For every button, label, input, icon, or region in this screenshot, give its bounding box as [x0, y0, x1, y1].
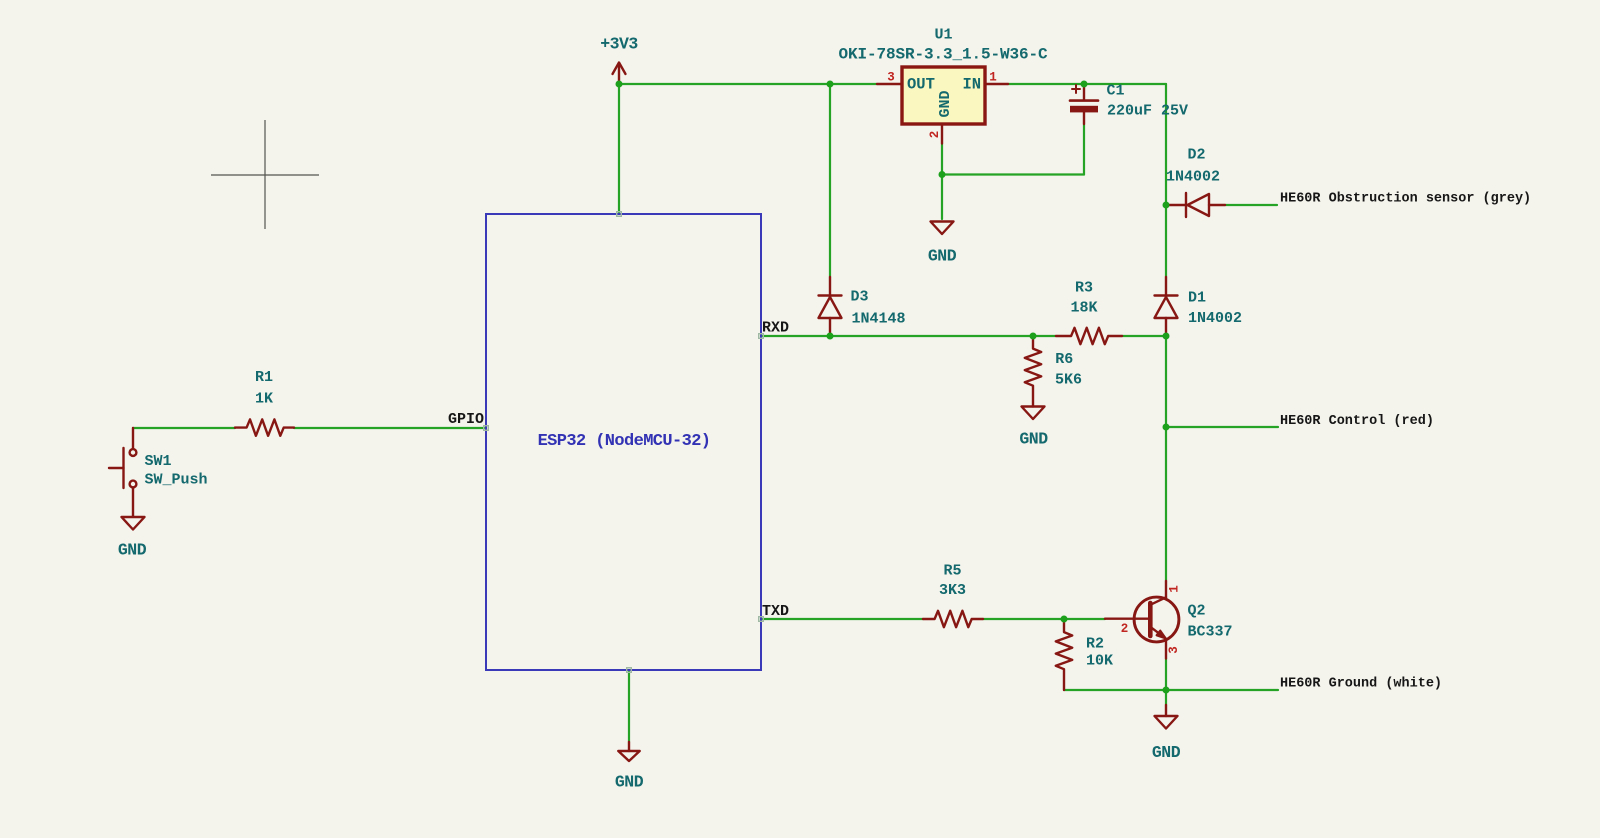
svg-text:D1: D1	[1188, 290, 1206, 307]
svg-text:OKI-78SR-3.3_1.5-W36-C: OKI-78SR-3.3_1.5-W36-C	[838, 46, 1048, 64]
svg-text:C1: C1	[1106, 83, 1124, 100]
svg-text:HE60R Ground (white): HE60R Ground (white)	[1280, 677, 1442, 692]
svg-text:18K: 18K	[1070, 300, 1097, 317]
svg-text:RXD: RXD	[762, 320, 789, 337]
svg-text:3K3: 3K3	[939, 582, 966, 599]
svg-text:GND: GND	[118, 541, 147, 560]
svg-text:IN: IN	[963, 75, 982, 93]
svg-text:R2: R2	[1086, 636, 1104, 653]
svg-text:GPIO: GPIO	[448, 411, 484, 428]
svg-text:ESP32 (NodeMCU-32): ESP32 (NodeMCU-32)	[538, 432, 711, 451]
svg-text:SW_Push: SW_Push	[145, 472, 208, 489]
svg-text:GND: GND	[1019, 430, 1048, 449]
svg-text:GND: GND	[937, 90, 954, 117]
svg-text:GND: GND	[615, 773, 644, 792]
svg-text:220uF 25V: 220uF 25V	[1107, 103, 1188, 120]
svg-text:GND: GND	[928, 247, 957, 266]
svg-text:OUT: OUT	[907, 75, 935, 93]
svg-text:1K: 1K	[255, 391, 273, 408]
svg-text:U1: U1	[934, 27, 952, 44]
svg-text:R5: R5	[943, 563, 961, 580]
svg-text:2: 2	[928, 131, 942, 139]
svg-text:R1: R1	[255, 369, 273, 386]
svg-text:1N4002: 1N4002	[1188, 310, 1242, 327]
svg-text:GND: GND	[1152, 743, 1181, 762]
svg-text:R6: R6	[1055, 351, 1073, 368]
svg-text:5K6: 5K6	[1055, 372, 1082, 389]
svg-text:1: 1	[989, 70, 997, 84]
svg-text:SW1: SW1	[145, 453, 172, 470]
svg-text:10K: 10K	[1086, 653, 1113, 670]
svg-text:BC337: BC337	[1188, 624, 1233, 641]
svg-text:HE60R Control (red): HE60R Control (red)	[1280, 414, 1434, 429]
svg-text:1N4148: 1N4148	[852, 311, 906, 328]
svg-text:1: 1	[1167, 585, 1181, 593]
svg-text:D3: D3	[851, 289, 869, 306]
svg-text:D2: D2	[1188, 147, 1206, 164]
svg-text:+3V3: +3V3	[600, 35, 638, 54]
svg-text:TXD: TXD	[762, 603, 789, 620]
svg-text:3: 3	[1167, 646, 1181, 654]
svg-text:HE60R Obstruction sensor (grey: HE60R Obstruction sensor (grey)	[1280, 192, 1531, 207]
svg-text:3: 3	[887, 70, 895, 84]
svg-text:1N4002: 1N4002	[1166, 168, 1220, 185]
svg-text:R3: R3	[1075, 279, 1093, 296]
svg-text:Q2: Q2	[1188, 603, 1206, 620]
svg-text:2: 2	[1121, 622, 1129, 636]
